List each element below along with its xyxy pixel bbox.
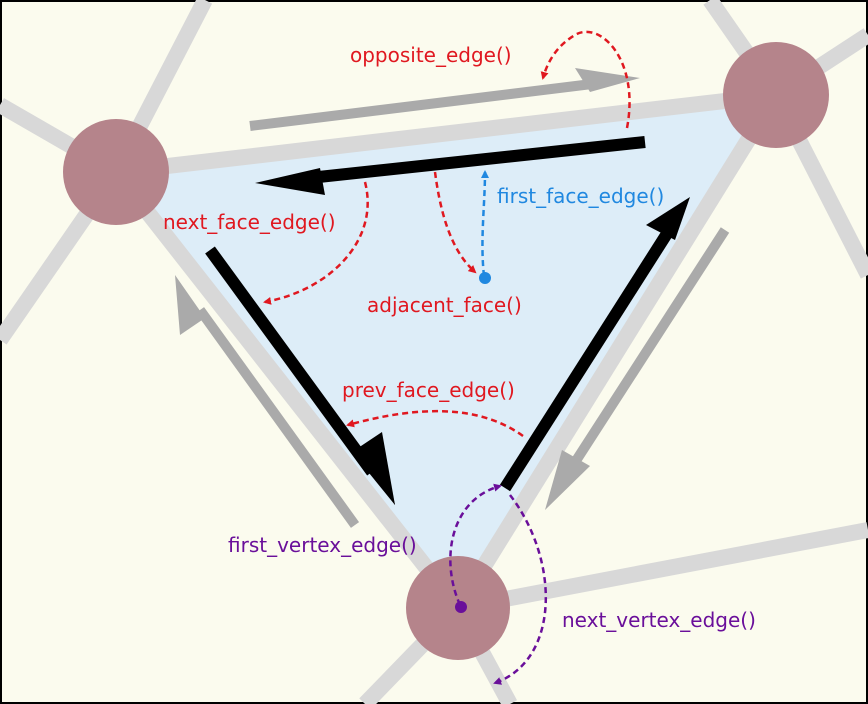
vertex-dot [455, 601, 467, 613]
opposite-halfedges [175, 68, 730, 528]
face-dot [479, 272, 491, 284]
label-first-vertex-edge: first_vertex_edge() [228, 533, 417, 557]
label-opposite-edge: opposite_edge() [350, 43, 512, 67]
relation-arrows [263, 30, 631, 685]
face [116, 95, 776, 608]
label-adjacent-face: adjacent_face() [367, 293, 522, 317]
labels: opposite_edge() next_face_edge() first_f… [163, 43, 756, 632]
label-first-face-edge: first_face_edge() [497, 184, 664, 208]
vertex-top-right [723, 42, 829, 148]
label-prev-face-edge: prev_face_edge() [342, 378, 515, 402]
label-next-vertex-edge: next_vertex_edge() [562, 608, 756, 632]
face-halfedges [205, 136, 690, 505]
label-next-face-edge: next_face_edge() [163, 210, 336, 234]
vertex-left [63, 119, 169, 225]
